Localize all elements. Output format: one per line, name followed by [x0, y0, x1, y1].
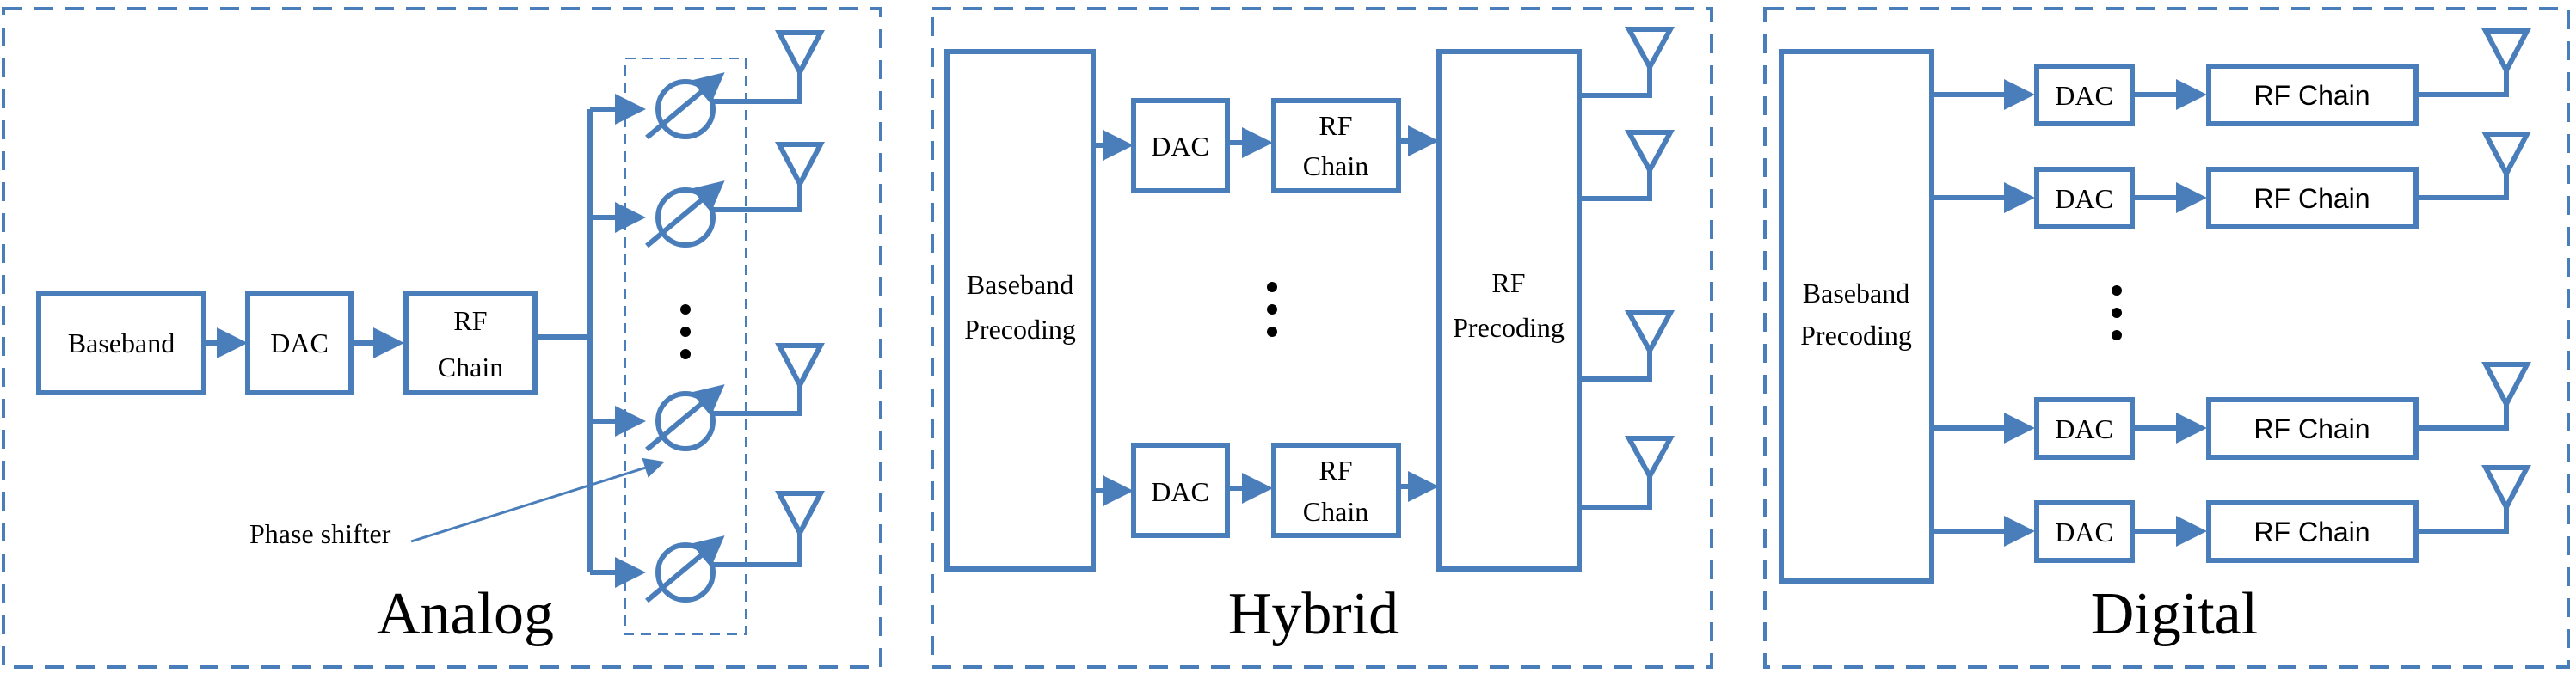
phase-shifter-1	[645, 72, 725, 140]
hybrid-rf-bottom-line1: RF	[1319, 455, 1352, 486]
analog-out-4	[713, 528, 802, 567]
hybrid-out-2	[1579, 165, 1652, 201]
analog-rf-label-line1: RF	[453, 305, 487, 336]
digital-rf-label-1: RF Chain	[2253, 80, 2370, 111]
hybrid-rf-chain-top-block	[1271, 98, 1401, 193]
analog-antenna-4	[775, 491, 825, 539]
hybrid-panel: Baseband Precoding DAC DAC RF Chain RF C…	[931, 7, 1713, 669]
digital-baseband-block	[1779, 49, 1934, 584]
phase-shifter-label: Phase shifter	[249, 518, 391, 549]
digital-panel: Baseband Precoding DAC RF Chain DAC RF C…	[1763, 7, 2570, 669]
analog-ellipsis	[680, 304, 691, 359]
digital-rf-label-4: RF Chain	[2253, 517, 2370, 548]
hybrid-antenna-2	[1624, 130, 1675, 176]
analog-panel: Baseband DAC RF Chain	[2, 7, 882, 669]
hybrid-rf-precoding-block	[1436, 49, 1582, 572]
digital-antenna-3	[2481, 362, 2531, 410]
digital-dac-block-2	[2034, 167, 2135, 229]
phase-shifter-2	[645, 180, 725, 248]
analog-panel-border	[2, 7, 882, 669]
hybrid-baseband-block	[944, 49, 1096, 572]
phase-shifter-callout-line	[410, 457, 665, 543]
hybrid-antenna-1	[1624, 27, 1675, 73]
analog-title: Analog	[377, 581, 554, 647]
analog-dac-block	[245, 291, 354, 395]
digital-out-2	[2416, 168, 2509, 200]
phase-shifter-group-border	[624, 58, 747, 635]
digital-rf-chain-block-2	[2206, 167, 2419, 229]
hybrid-out-4	[1579, 471, 1652, 510]
hybrid-antenna-3	[1624, 310, 1675, 357]
hybrid-antenna-4	[1624, 436, 1675, 482]
analog-antenna-2	[775, 142, 825, 190]
analog-out-3	[713, 380, 802, 416]
digital-out-4	[2416, 502, 2509, 534]
hybrid-rf-chain-bottom-block	[1271, 443, 1401, 538]
digital-dac-label-4: DAC	[2055, 517, 2113, 548]
digital-ellipsis	[2112, 285, 2122, 340]
digital-dac-label-2: DAC	[2055, 183, 2113, 214]
digital-dac-label-3: DAC	[2055, 413, 2113, 444]
hybrid-dac-bottom-label: DAC	[1151, 476, 1209, 507]
hybrid-panel-border	[931, 7, 1713, 669]
hybrid-rfp-label-line2: Precoding	[1453, 312, 1565, 343]
analog-rf-label-line2: Chain	[438, 352, 503, 382]
phase-shifter-3	[645, 384, 725, 452]
hybrid-rf-bottom-line2: Chain	[1303, 496, 1368, 527]
digital-baseband-label-line1: Baseband	[1803, 278, 1909, 309]
hybrid-rf-top-line2: Chain	[1303, 150, 1368, 181]
digital-antenna-4	[2481, 465, 2531, 513]
digital-baseband-label-line2: Precoding	[1800, 320, 1912, 351]
analog-out-2	[713, 179, 802, 212]
hybrid-dac-top-block	[1131, 98, 1230, 193]
hybrid-rf-top-line1: RF	[1319, 110, 1352, 141]
hybrid-out-3	[1579, 346, 1652, 382]
digital-panel-border	[1763, 7, 2570, 669]
digital-antenna-2	[2481, 132, 2531, 180]
hybrid-dac-top-label: DAC	[1151, 131, 1209, 162]
hybrid-rfp-label-line1: RF	[1491, 267, 1525, 298]
hybrid-baseband-label-line2: Precoding	[964, 314, 1076, 345]
analog-antenna-1	[775, 30, 825, 78]
hybrid-out-1	[1579, 62, 1652, 98]
digital-dac-block-4	[2034, 500, 2135, 563]
hybrid-ellipsis	[1267, 282, 1277, 337]
digital-out-3	[2416, 399, 2509, 431]
digital-dac-label-1: DAC	[2055, 80, 2113, 111]
digital-out-1	[2416, 65, 2509, 97]
analog-rf-chain-block	[403, 291, 538, 395]
analog-antenna-3	[775, 343, 825, 391]
digital-rf-chain-block-3	[2206, 397, 2419, 460]
analog-dac-label: DAC	[270, 327, 329, 358]
digital-antenna-1	[2481, 28, 2531, 76]
analog-baseband-label: Baseband	[68, 327, 175, 358]
hybrid-title: Hybrid	[1228, 581, 1399, 647]
digital-rf-label-3: RF Chain	[2253, 413, 2370, 444]
phase-shifter-4	[645, 535, 725, 603]
hybrid-baseband-label-line1: Baseband	[967, 269, 1073, 300]
analog-out-1	[713, 67, 802, 104]
digital-title: Digital	[2091, 581, 2258, 647]
digital-rf-label-2: RF Chain	[2253, 183, 2370, 214]
